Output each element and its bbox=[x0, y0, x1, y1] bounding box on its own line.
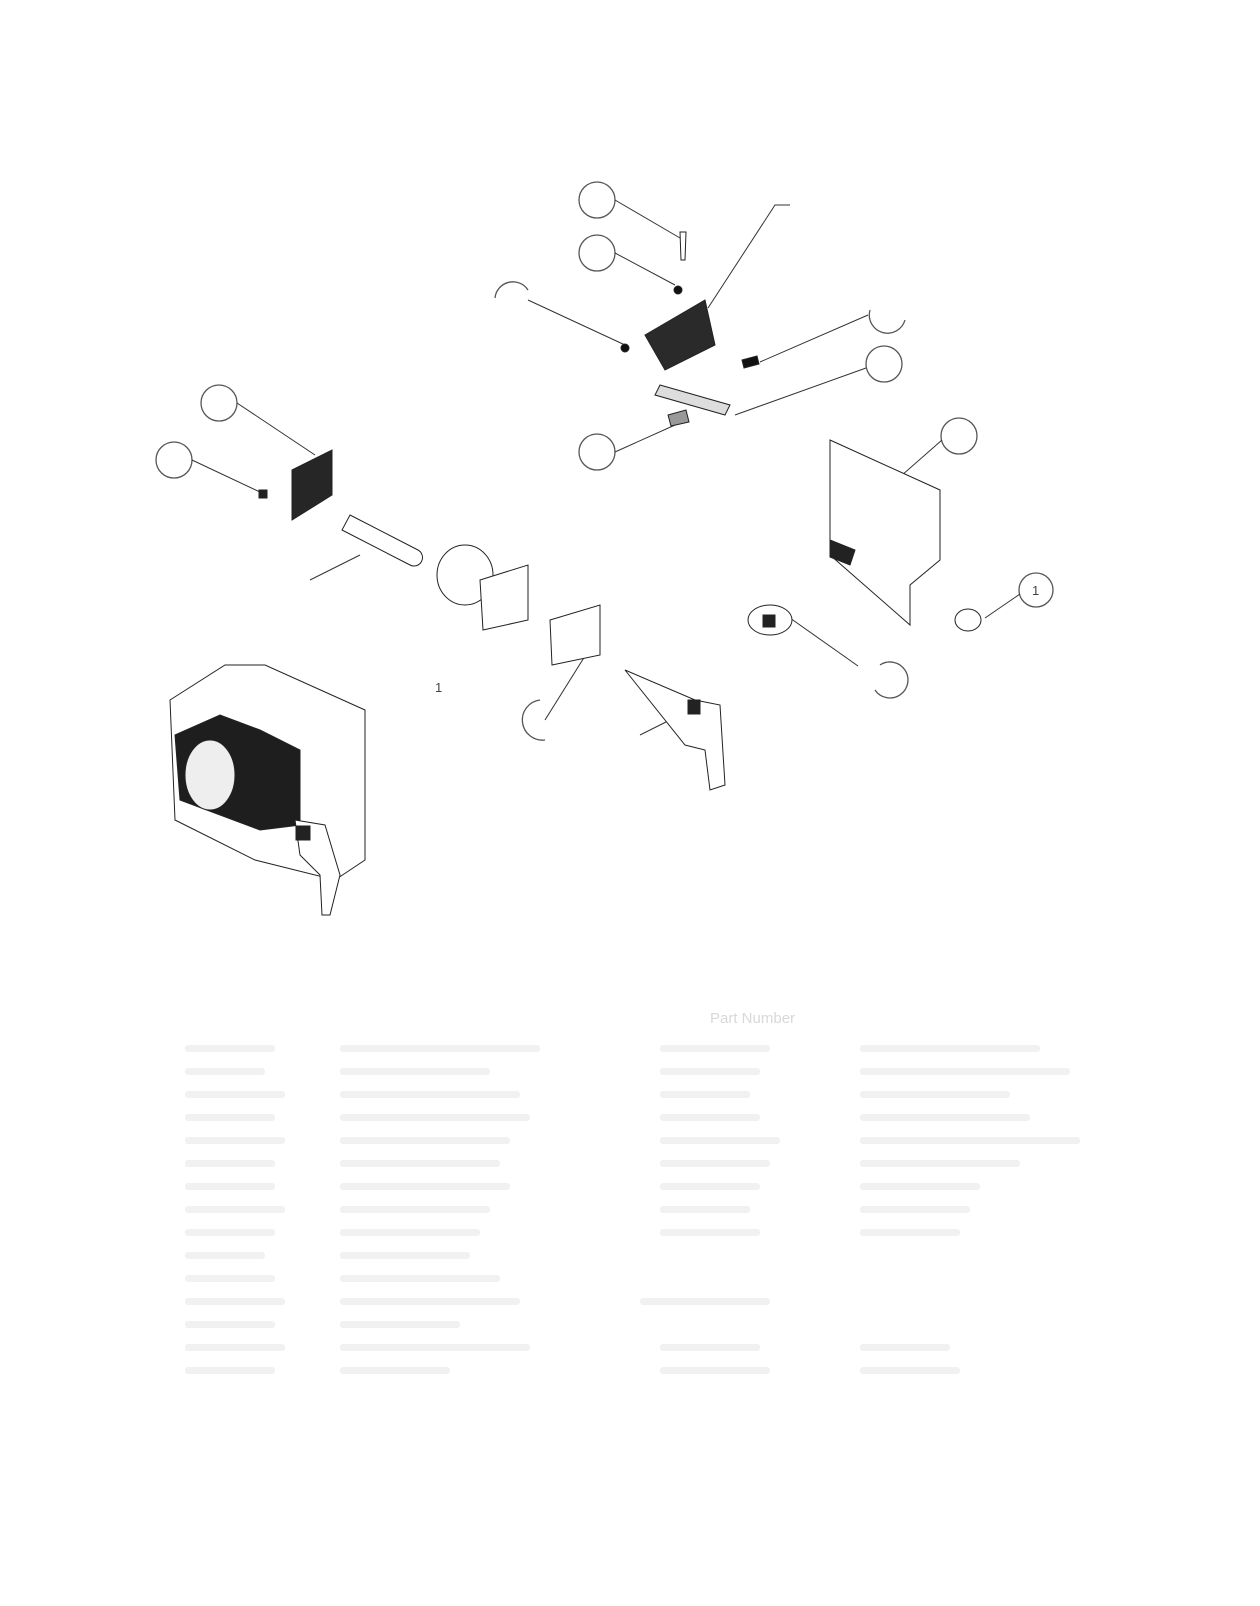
callout-circle bbox=[521, 699, 546, 741]
cover-dark bbox=[829, 539, 856, 566]
cover-plate bbox=[829, 439, 941, 627]
table-header-part-number: Part Number bbox=[710, 1010, 796, 1027]
lever-assembly bbox=[624, 669, 726, 791]
screw-part bbox=[679, 231, 687, 261]
callout-number: 1 bbox=[1032, 583, 1039, 598]
flange-dark bbox=[762, 614, 776, 628]
callout-circle bbox=[200, 384, 238, 422]
washer-part bbox=[673, 285, 683, 295]
motor-part bbox=[436, 544, 494, 606]
arm-part bbox=[654, 384, 731, 416]
motor-plate bbox=[479, 564, 529, 631]
exploded-parts-diagram: 1 1 bbox=[155, 181, 1054, 916]
nut-part bbox=[620, 343, 630, 353]
heatsink-part bbox=[291, 449, 333, 521]
callout-circle bbox=[578, 234, 616, 272]
callout-circle bbox=[155, 441, 193, 479]
leader-lines bbox=[191, 199, 1021, 736]
callout-circle bbox=[1018, 572, 1054, 608]
small-bracket bbox=[549, 604, 601, 666]
knob-part bbox=[954, 608, 982, 632]
lever-dark bbox=[687, 699, 701, 715]
main-motor bbox=[184, 739, 236, 811]
callout-circle bbox=[578, 181, 616, 219]
main-lever-dark bbox=[295, 825, 311, 841]
spring-part bbox=[741, 355, 760, 369]
main-lever bbox=[294, 819, 341, 916]
bracket-part bbox=[644, 299, 716, 371]
plate-part bbox=[667, 409, 690, 427]
callout-circle bbox=[868, 309, 906, 334]
callout-circle bbox=[578, 433, 616, 471]
loose-label: 1 bbox=[435, 680, 442, 695]
callout-circles bbox=[155, 181, 1054, 741]
small-nut-part bbox=[258, 489, 268, 499]
parts bbox=[169, 231, 982, 916]
callout-circle bbox=[940, 417, 978, 455]
shaft-part bbox=[341, 514, 423, 567]
callout-circle bbox=[865, 345, 903, 383]
callout-circle bbox=[874, 661, 909, 699]
callout-circle bbox=[494, 281, 529, 299]
